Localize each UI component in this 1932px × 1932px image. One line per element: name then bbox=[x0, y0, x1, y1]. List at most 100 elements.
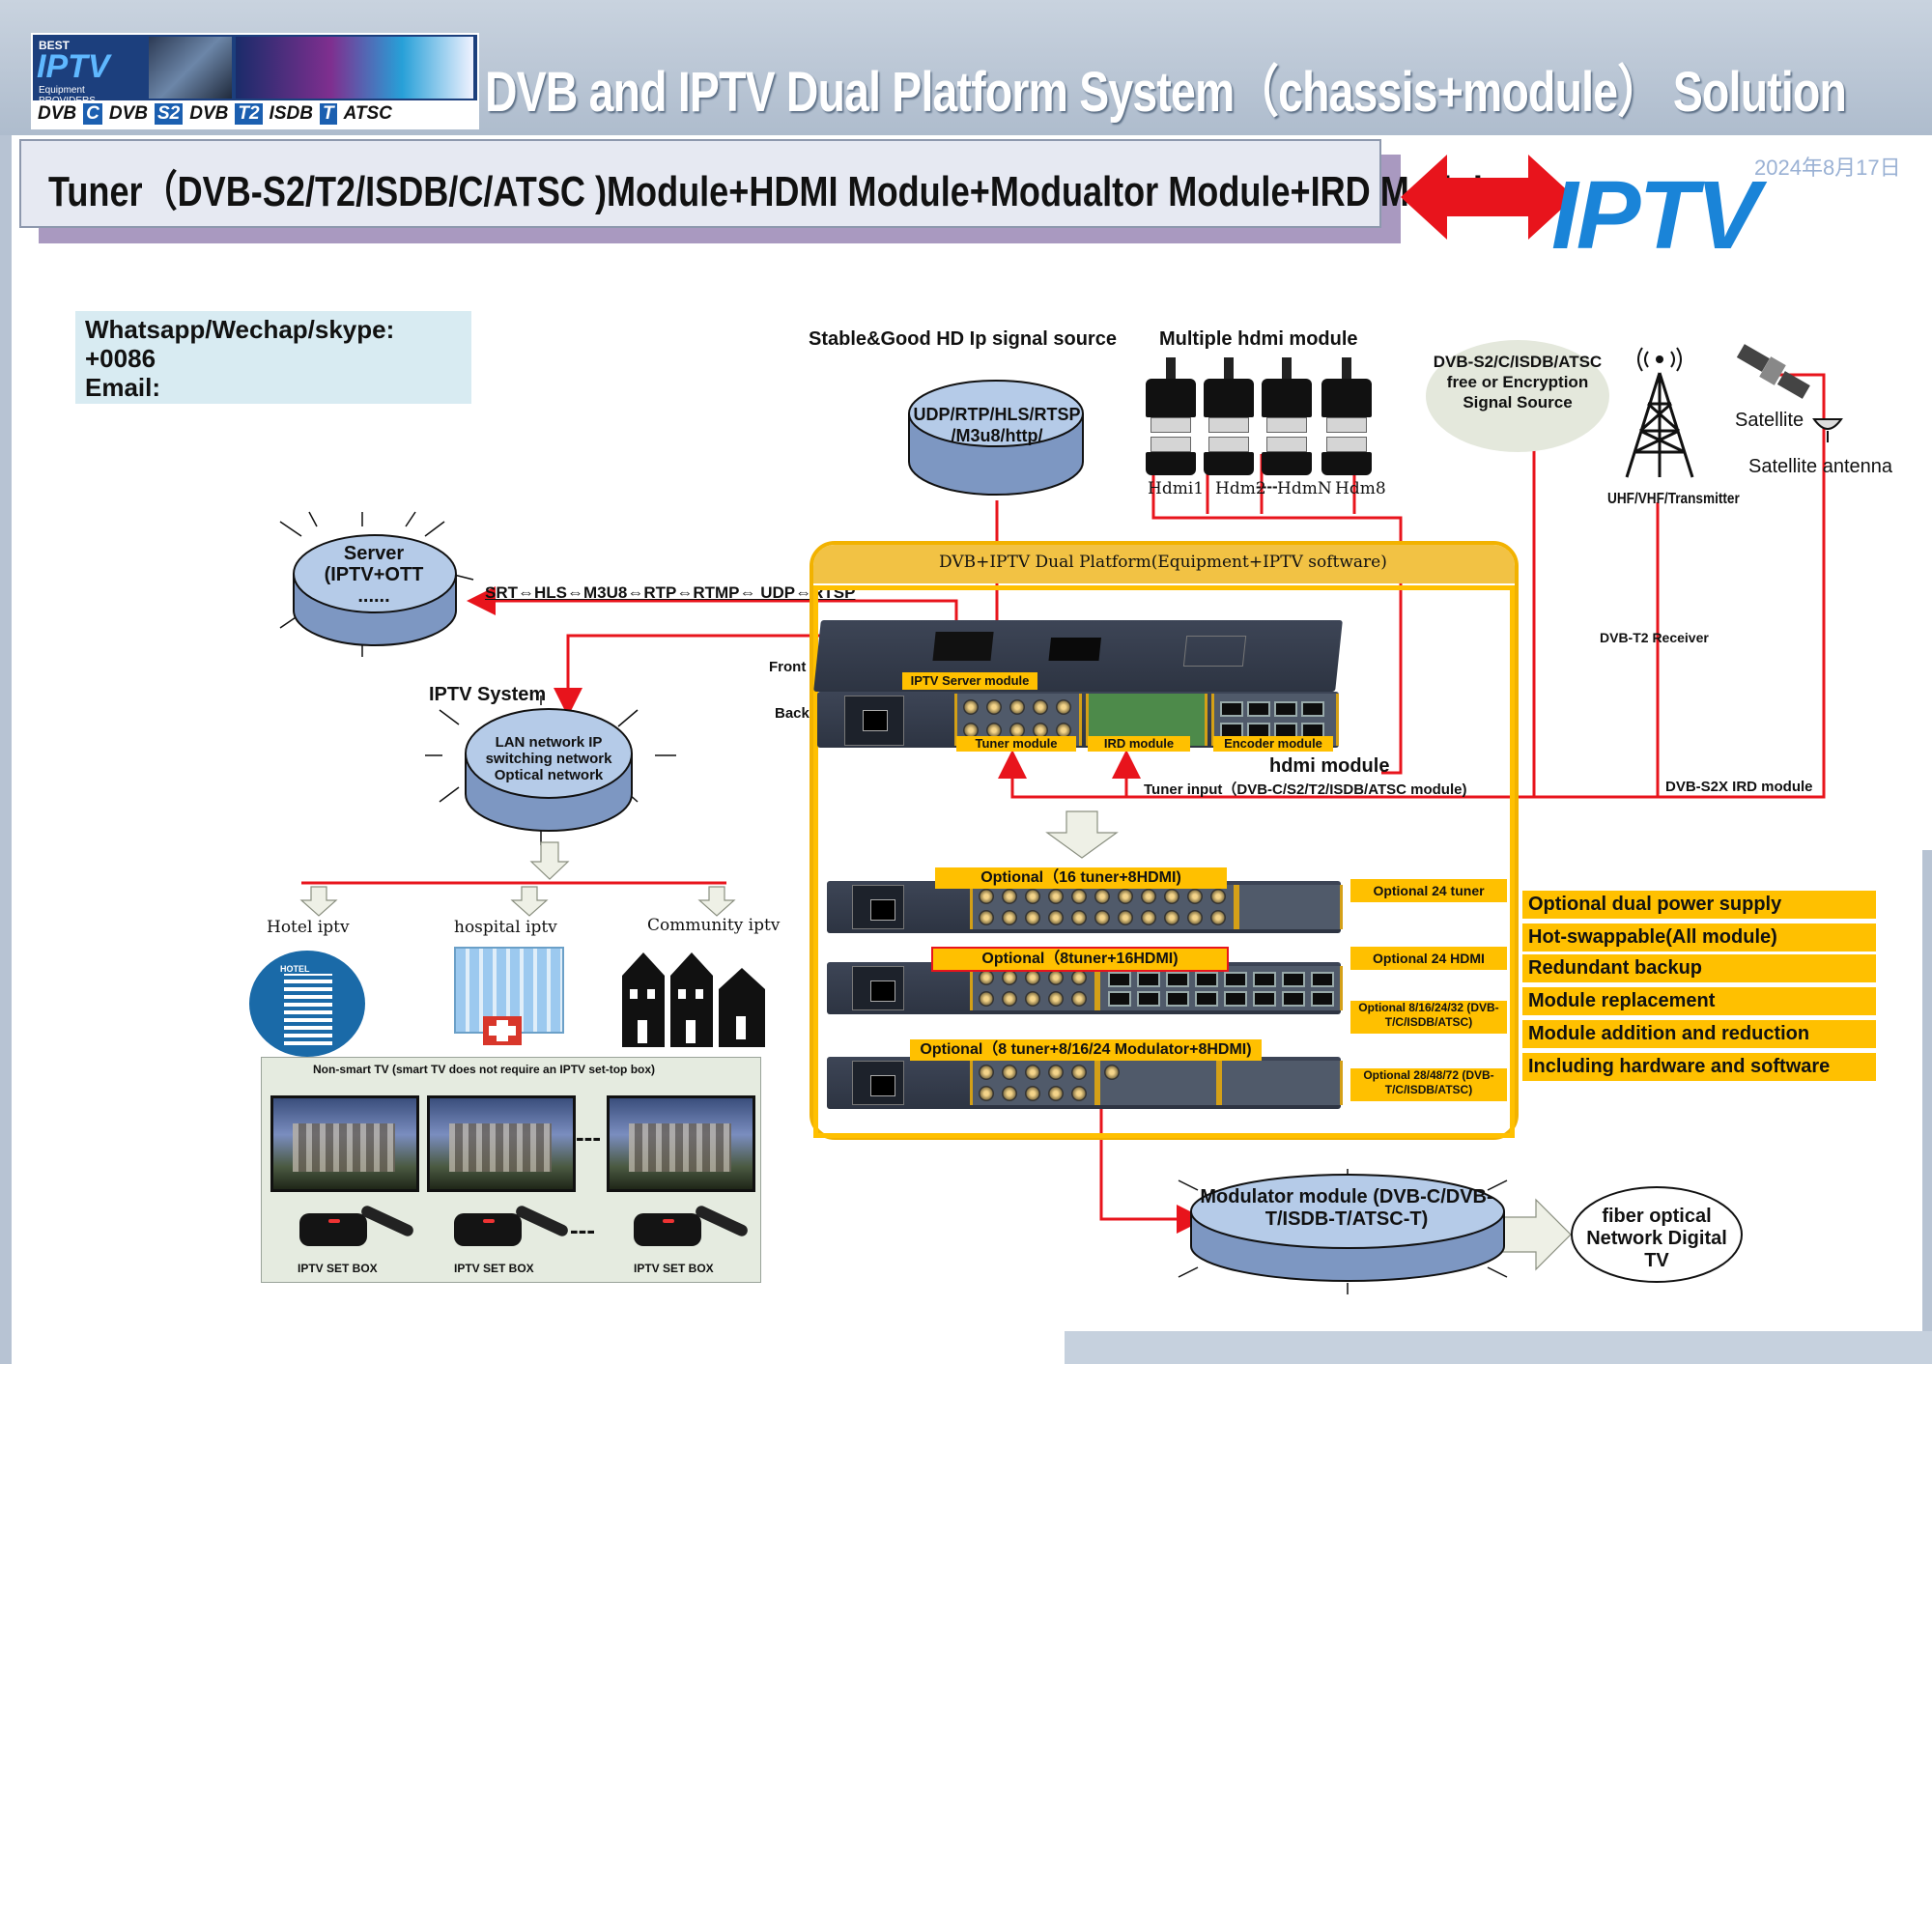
tv-icon bbox=[607, 1095, 755, 1192]
double-arrow-icon bbox=[1401, 155, 1575, 240]
feature-module-replacement: Module replacement bbox=[1522, 987, 1876, 1015]
dvbs2x-ird-label: DVB-S2X IRD module bbox=[1665, 779, 1813, 795]
back-label: Back bbox=[775, 705, 810, 722]
option-2-tag: Optional（8tuner+16HDMI) bbox=[931, 947, 1229, 972]
contact-box: Whatsapp/Wechap/skype: +0086 Email: bbox=[75, 311, 471, 404]
feature-dual-power: Optional dual power supply bbox=[1522, 891, 1876, 919]
lan-network-label: LAN network IP switching network Optical… bbox=[485, 734, 612, 783]
std-c: C bbox=[83, 103, 102, 125]
contact-line-apps: Whatsapp/Wechap/skype: bbox=[85, 315, 395, 344]
logo-best: BEST bbox=[39, 39, 71, 52]
tuner-module-tag: Tuner module bbox=[956, 736, 1076, 752]
ip-source-title: Stable&Good HD Ip signal source bbox=[809, 328, 1117, 350]
dvb-source-bubble bbox=[1426, 340, 1609, 452]
branch-hotel: Hotel iptv bbox=[267, 918, 350, 937]
ip-source-protocols: UDP/RTP/HLS/RTSP /M3u8/http/ bbox=[913, 405, 1081, 445]
hdmi-module-slot bbox=[1236, 885, 1343, 929]
modulator-module-slot bbox=[1097, 1061, 1219, 1105]
tv-icon bbox=[270, 1095, 419, 1192]
contact-email: Email: bbox=[85, 373, 161, 402]
date-stamp: 2024年8月17日 bbox=[1754, 156, 1901, 180]
set-top-box-icon bbox=[454, 1204, 570, 1248]
left-border bbox=[0, 135, 12, 1364]
power-supply-icon bbox=[852, 966, 904, 1010]
hdmi-dash: ---- bbox=[1256, 477, 1278, 496]
power-supply-icon bbox=[852, 885, 904, 929]
feature-hardware-software: Including hardware and software bbox=[1522, 1053, 1876, 1081]
platform-title: DVB+IPTV Dual Platform(Equipment+IPTV so… bbox=[939, 553, 1387, 572]
power-supply-icon bbox=[852, 1061, 904, 1105]
right-border bbox=[1922, 850, 1932, 1364]
fiber-output-bubble bbox=[1571, 1186, 1743, 1283]
feature-module-addition: Module addition and reduction bbox=[1522, 1020, 1876, 1048]
power-supply-icon bbox=[844, 696, 904, 746]
community-houses-icon bbox=[622, 952, 765, 1047]
server-label: Server (IPTV+OTT ...... bbox=[324, 543, 424, 607]
logo-image-screens bbox=[149, 37, 232, 99]
hotel-icon: HOTEL bbox=[249, 951, 365, 1057]
logo-iptv: IPTV bbox=[37, 48, 110, 85]
optional-chassis-1 bbox=[827, 881, 1343, 933]
hdmi-label-n: HdmN bbox=[1277, 479, 1332, 498]
hdmi-label-2: Hdm2 bbox=[1215, 479, 1266, 498]
side-option-modulator-b: Optional 28/48/72 (DVB-T/C/ISDB/ATSC) bbox=[1350, 1068, 1507, 1101]
server-disc bbox=[293, 534, 457, 646]
feature-redundant-backup: Redundant backup bbox=[1522, 954, 1876, 982]
fiber-output-label: fiber optical Network Digital TV bbox=[1586, 1206, 1727, 1271]
logo-image-tech bbox=[236, 37, 473, 99]
std-s2: S2 bbox=[154, 103, 184, 125]
stb-label: IPTV SET BOX bbox=[454, 1262, 534, 1275]
transmitter-tower-icon bbox=[1625, 347, 1694, 478]
satellite-antenna-label: Satellite antenna bbox=[1748, 456, 1893, 477]
iptv-system-title: IPTV System bbox=[429, 684, 547, 705]
hdmi-label-1: Hdmi1 bbox=[1148, 479, 1205, 498]
modulator-disc bbox=[1190, 1174, 1505, 1282]
std-t: T bbox=[319, 103, 337, 125]
subtitle: Tuner（DVB-S2/T2/ISDB/C/ATSC )Module+HDMI… bbox=[48, 168, 1503, 215]
tuner-module-slot bbox=[970, 1061, 1097, 1105]
std-dvb: DVB bbox=[189, 103, 229, 124]
side-option-modulator-a: Optional 8/16/24/32 (DVB-T/C/ISDB/ATSC) bbox=[1350, 1001, 1507, 1034]
hospital-icon bbox=[440, 947, 576, 1053]
option-1-tag: Optional（16 tuner+8HDMI) bbox=[935, 867, 1227, 889]
std-t2: T2 bbox=[235, 103, 263, 125]
hdmi-module-title: Multiple hdmi module bbox=[1159, 328, 1358, 350]
ird-module-tag: IRD module bbox=[1088, 736, 1190, 752]
platform-title-bar bbox=[813, 545, 1515, 583]
bottom-band bbox=[1065, 1331, 1932, 1364]
side-option-tuner: Optional 24 tuner bbox=[1350, 879, 1507, 902]
chassis-display bbox=[1048, 638, 1101, 661]
hdmi-module-slot bbox=[1097, 966, 1343, 1010]
modulator-label: Modulator module (DVB-C/DVB-T/ISDB-T/ATS… bbox=[1200, 1186, 1493, 1230]
tv-note: Non-smart TV (smart TV does not require … bbox=[313, 1063, 656, 1076]
std-dvb: DVB bbox=[108, 103, 148, 124]
platform-inner-frame bbox=[813, 585, 1515, 1138]
protocol-chain: SRT⇔HLS⇔M3U8⇔RTP⇔RTMP⇔ UDP⇔RTSP bbox=[485, 583, 856, 602]
std-dvb: DVB bbox=[38, 103, 77, 124]
ellipsis-dots: --- bbox=[570, 1215, 595, 1244]
satellite-dish-icon bbox=[1812, 418, 1843, 442]
branch-community: Community iptv bbox=[647, 916, 781, 935]
optional-chassis-3 bbox=[827, 1057, 1343, 1109]
contact-phone: +0086 bbox=[85, 344, 156, 373]
transmitter-label: UHF/VHF/Transmitter bbox=[1607, 491, 1740, 507]
hdmi-cable-icon bbox=[1146, 357, 1196, 475]
tuner-module-slot bbox=[970, 966, 1097, 1010]
iptv-server-module-tag: IPTV Server module bbox=[902, 672, 1037, 690]
stb-label: IPTV SET BOX bbox=[298, 1262, 378, 1275]
chassis-front bbox=[813, 620, 1343, 692]
chassis-panel bbox=[1182, 636, 1247, 667]
encoder-module-tag: Encoder module bbox=[1213, 736, 1333, 752]
ip-source-disc bbox=[908, 380, 1084, 496]
hdmi-cable-icon bbox=[1321, 357, 1372, 475]
tv-icon bbox=[427, 1095, 576, 1192]
lan-network-disc bbox=[465, 708, 633, 832]
satellite-icon bbox=[1736, 344, 1810, 399]
stb-label: IPTV SET BOX bbox=[634, 1262, 714, 1275]
hdmi-cable-icon bbox=[1262, 357, 1312, 475]
satellite-label: Satellite bbox=[1735, 410, 1804, 431]
feature-hot-swappable: Hot-swappable(All module) bbox=[1522, 923, 1876, 952]
hotel-sign: HOTEL bbox=[280, 964, 310, 974]
